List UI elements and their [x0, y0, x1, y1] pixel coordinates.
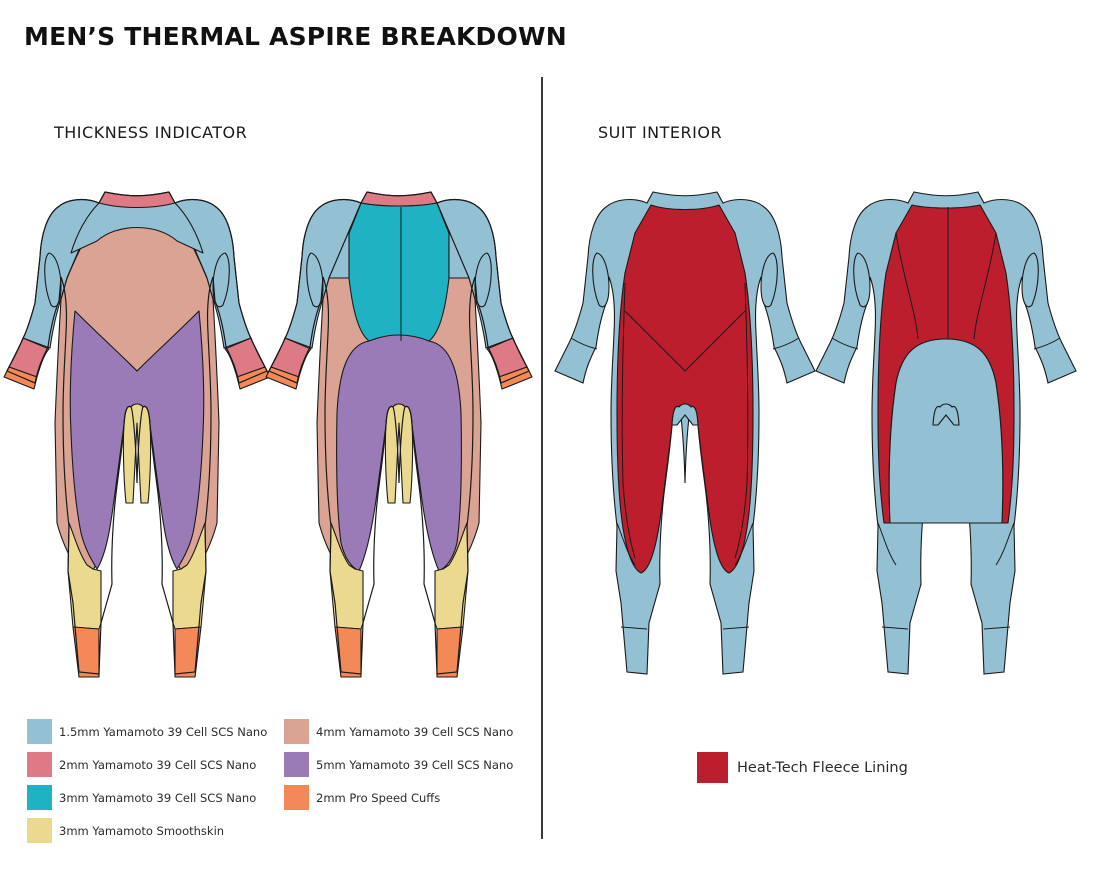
suit-thickness-front [3, 191, 271, 678]
crotch-insert [384, 403, 414, 504]
legend-item-2mm: 2mm Yamamoto 39 Cell SCS Nano [27, 752, 256, 777]
legend-label: 2mm Yamamoto 39 Cell SCS Nano [59, 757, 257, 772]
page-title: MEN’S THERMAL ASPIRE BREAKDOWN [24, 22, 567, 51]
suit-thickness-back [265, 191, 533, 678]
legend-label: Heat-Tech Fleece Lining [737, 759, 908, 776]
legend-label: 1.5mm Yamamoto 39 Cell SCS Nano [59, 724, 268, 739]
collar [360, 191, 438, 207]
legend-item-fleece: Heat-Tech Fleece Lining [697, 752, 908, 783]
back-seam-left [895, 232, 919, 340]
legend-label: 4mm Yamamoto 39 Cell SCS Nano [316, 724, 514, 739]
arm-panel-right [760, 252, 778, 308]
arm-panel-left [592, 252, 610, 308]
legend-label: 5mm Yamamoto 39 Cell SCS Nano [316, 757, 514, 772]
legend-item-5mm: 5mm Yamamoto 39 Cell SCS Nano [284, 752, 513, 777]
wrist-cuff-left [265, 366, 300, 390]
knee-seam-left [616, 522, 636, 566]
chest-yoke [70, 202, 204, 254]
legend-label: 2mm Pro Speed Cuffs [316, 790, 441, 805]
shoulder-right [436, 202, 470, 279]
legend-label: 3mm Yamamoto Smoothskin [59, 823, 225, 838]
legend-swatch [284, 752, 309, 777]
wrist-cuff-right [498, 366, 533, 390]
legend-swatch [697, 752, 728, 783]
forearm-seam-right [772, 337, 800, 350]
legend-item-3mm-smoothskin: 3mm Yamamoto Smoothskin [27, 818, 224, 843]
side-seam-right [734, 282, 749, 559]
crotch-insert [671, 403, 699, 426]
seat-5mm [336, 334, 462, 572]
collar [98, 191, 176, 208]
interior-section-title: SUIT INTERIOR [598, 123, 723, 142]
ankle-seam-left [620, 626, 648, 630]
seat-panel [888, 338, 1004, 524]
legend-item-3mm: 3mm Yamamoto 39 Cell SCS Nano [27, 785, 256, 810]
knee-seam-right [734, 522, 754, 566]
arm-panel-right [1021, 252, 1039, 308]
suit-interior-front [554, 191, 816, 675]
chest-seam [624, 310, 746, 372]
ankle-seam-left [881, 626, 909, 630]
legend-swatch [27, 752, 52, 777]
arm-panel-left [853, 252, 871, 308]
ankle-cuff-right [174, 626, 202, 678]
legend-swatch [27, 719, 52, 744]
ankle-cuff-left [72, 626, 100, 678]
knee-seam-right [995, 522, 1015, 566]
side-seam-left [621, 282, 636, 559]
back-seam-right [973, 232, 997, 340]
section-divider [541, 77, 543, 839]
upper-back-3mm [348, 202, 450, 344]
ankle-seam-right [722, 626, 750, 630]
knee-seam-left [877, 522, 897, 566]
ankle-seam-right [983, 626, 1011, 630]
legend-swatch [27, 818, 52, 843]
crotch-insert [122, 403, 152, 504]
shoulder-left [328, 202, 362, 279]
crotch-insert [932, 403, 960, 426]
forearm-seam-left [570, 337, 598, 350]
forearm-seam-right [1033, 337, 1061, 350]
wrist-cuff-left [3, 366, 38, 390]
legend-swatch [284, 785, 309, 810]
forearm-seam-left [831, 337, 859, 350]
suit-interior-back [815, 191, 1077, 675]
legend-label: 3mm Yamamoto 39 Cell SCS Nano [59, 790, 257, 805]
legend-item-cuffs: 2mm Pro Speed Cuffs [284, 785, 440, 810]
thickness-section-title: THICKNESS INDICATOR [54, 123, 248, 142]
legend-item-1-5mm: 1.5mm Yamamoto 39 Cell SCS Nano [27, 719, 267, 744]
ankle-cuff-left [334, 626, 362, 678]
ankle-cuff-right [436, 626, 464, 678]
fleece-lining [616, 204, 754, 574]
legend-swatch [27, 785, 52, 810]
legend-swatch [284, 719, 309, 744]
legend-item-4mm: 4mm Yamamoto 39 Cell SCS Nano [284, 719, 513, 744]
